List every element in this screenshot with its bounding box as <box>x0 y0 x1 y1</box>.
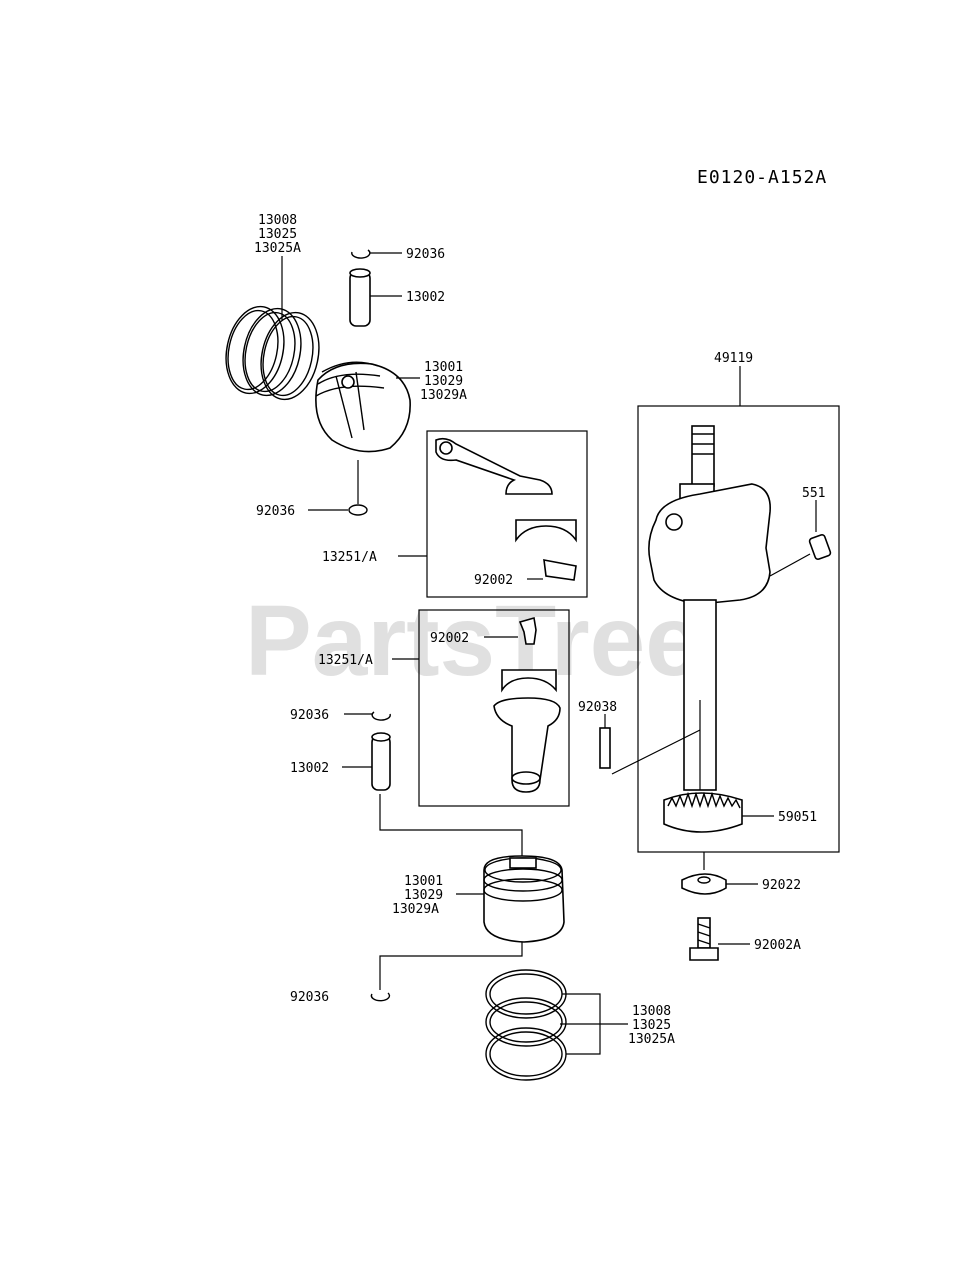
label-key: 92038 <box>578 700 617 715</box>
label-piston-bot-3: 13029A <box>392 902 439 917</box>
conrod-bottom-box <box>418 609 570 807</box>
label-clip-top-2: 92036 <box>256 504 295 519</box>
washer[interactable] <box>681 873 727 895</box>
circlip-top-2[interactable] <box>348 504 368 516</box>
piston-rings-bottom[interactable] <box>485 969 567 1081</box>
label-gear: 59051 <box>778 810 817 825</box>
connecting-rod-bottom[interactable] <box>493 616 561 793</box>
piston-rings-top[interactable] <box>218 301 326 405</box>
circlip-top-1[interactable] <box>351 249 371 259</box>
circlip-bottom[interactable] <box>370 992 391 1002</box>
label-crankshaft: 49119 <box>714 351 753 366</box>
label-bolt-top: 92002 <box>474 573 513 588</box>
label-pin-top: 13002 <box>406 290 445 305</box>
label-rings-top-3: 13025A <box>254 241 301 256</box>
conrod-top-box <box>426 430 588 598</box>
label-rings-bot-3: 13025A <box>628 1032 675 1047</box>
piston-pin-mid[interactable] <box>371 732 391 791</box>
piston-pin-top[interactable] <box>349 268 371 327</box>
label-rod-mid: 13251/A <box>318 653 373 668</box>
diagram-code: E0120-A152A <box>697 167 827 188</box>
connecting-rod-top[interactable] <box>435 437 577 581</box>
label-piston-top-2: 13029 <box>424 374 463 389</box>
label-bolt-crank: 92002A <box>754 938 801 953</box>
crankshaft-box <box>637 405 840 853</box>
crankshaft[interactable] <box>648 425 771 791</box>
label-part-551: 551 <box>802 486 825 501</box>
piston-bottom[interactable] <box>483 855 565 943</box>
label-washer: 92022 <box>762 878 801 893</box>
label-pin-mid: 13002 <box>290 761 329 776</box>
crank-bolt[interactable] <box>689 917 719 961</box>
watermark: PartsTree <box>245 585 701 697</box>
label-clip-top-1: 92036 <box>406 247 445 262</box>
label-rings-bot-2: 13025 <box>632 1018 671 1033</box>
label-piston-bot-1: 13001 <box>404 874 443 889</box>
label-piston-top-1: 13001 <box>424 360 463 375</box>
label-clip-bot: 92036 <box>290 990 329 1005</box>
label-rings-bot-1: 13008 <box>632 1004 671 1019</box>
label-piston-bot-2: 13029 <box>404 888 443 903</box>
woodruff-key[interactable] <box>599 727 611 769</box>
label-rings-top-1: 13008 <box>258 213 297 228</box>
label-rings-top-2: 13025 <box>258 227 297 242</box>
piston-top[interactable] <box>315 361 411 453</box>
part-551[interactable] <box>808 533 832 561</box>
label-piston-top-3: 13029A <box>420 388 467 403</box>
circlip-mid[interactable] <box>371 711 391 721</box>
label-clip-mid: 92036 <box>290 708 329 723</box>
label-bolt-mid: 92002 <box>430 631 469 646</box>
label-rod-top: 13251/A <box>322 550 377 565</box>
crank-gear[interactable] <box>663 791 743 833</box>
